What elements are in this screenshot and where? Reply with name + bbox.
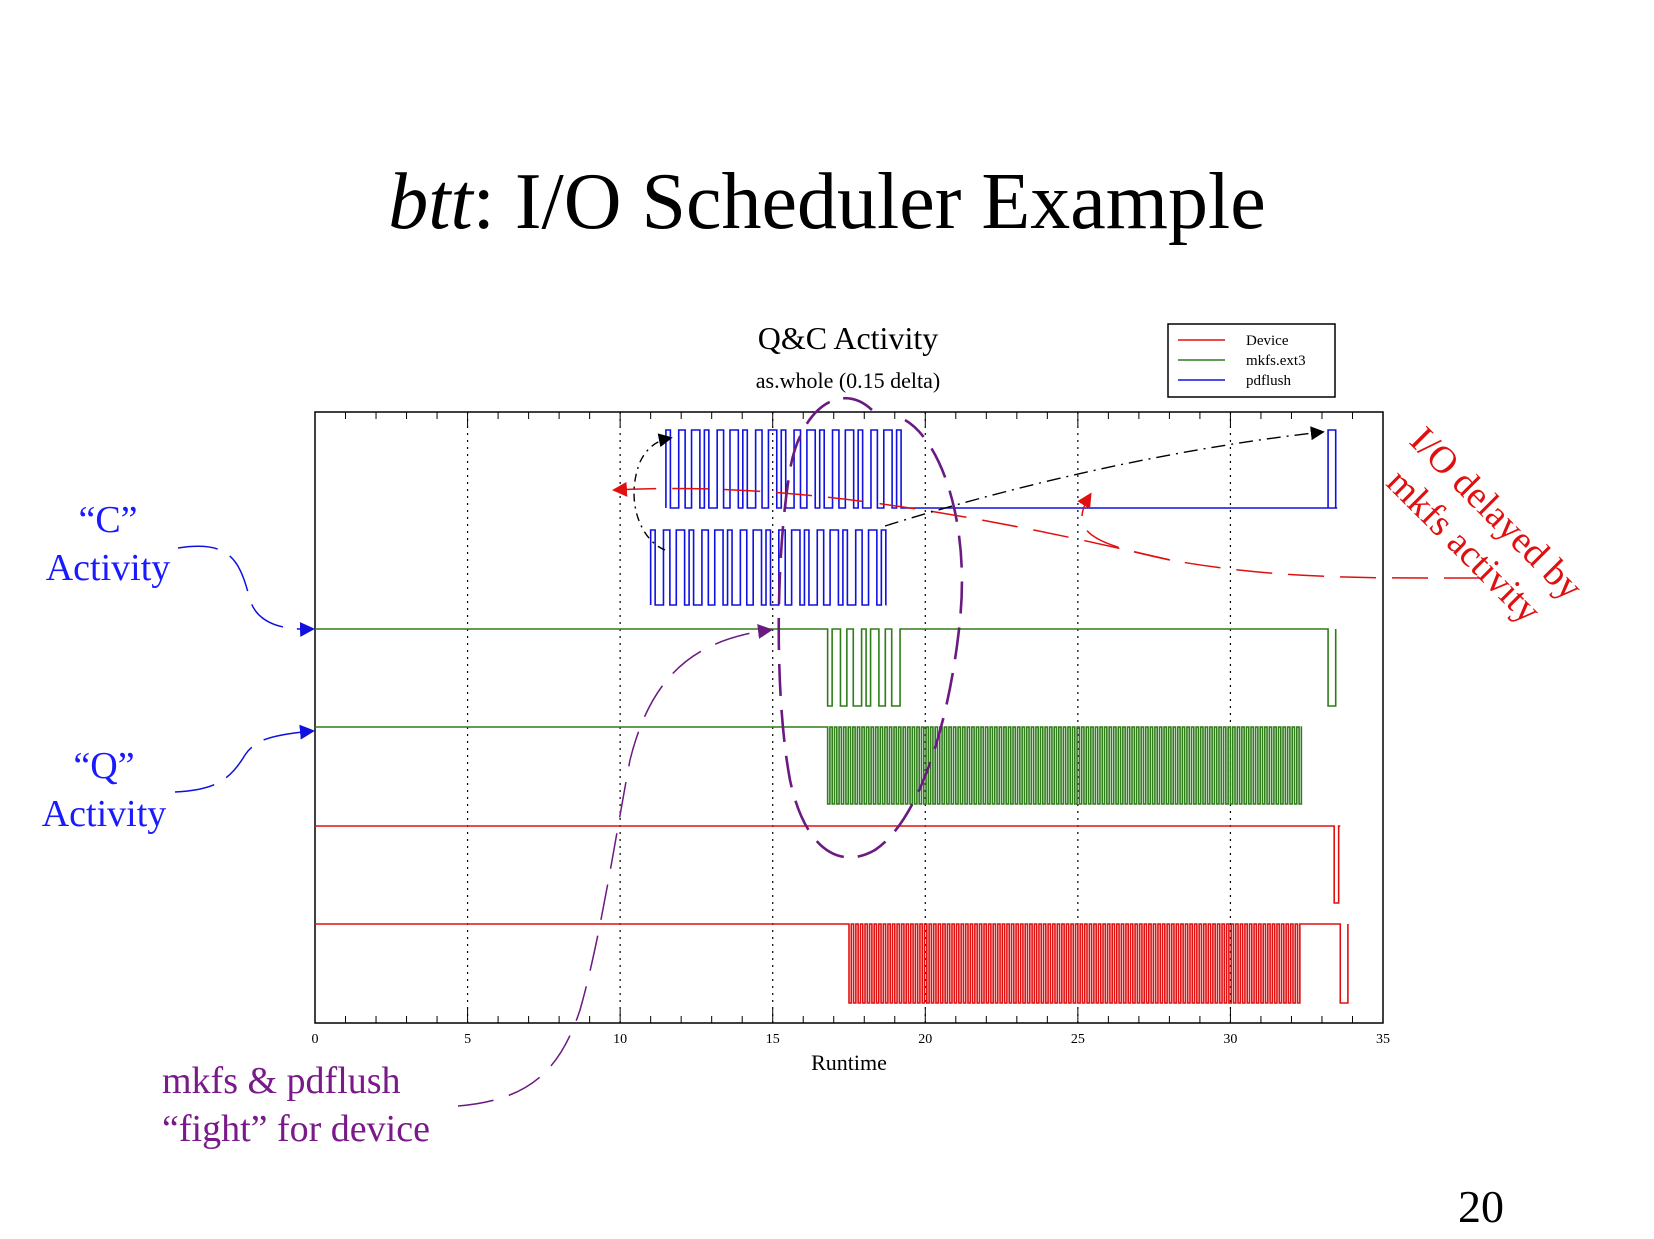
- series-pdflush-Q: [649, 529, 887, 606]
- series-layer: [315, 429, 1349, 1004]
- series-mkfs.ext3-Q: [315, 726, 1303, 805]
- delay-black-arrow-right: [884, 426, 1325, 527]
- legend-label-device: Device: [1246, 333, 1289, 349]
- delay-black-arrow-left: [633, 433, 673, 551]
- slide-title-rest: : I/O Scheduler Example: [472, 158, 1266, 246]
- series-Device-C: [315, 825, 1341, 904]
- plot-frame: [314, 411, 1384, 1024]
- fight-line-2: “fight” for device: [162, 1108, 430, 1150]
- slide-title: btt: I/O Scheduler Example: [0, 162, 1654, 242]
- q-activity-word: Activity: [41, 793, 167, 835]
- chart-subtitle: as.whole (0.15 delta): [756, 368, 941, 393]
- series-pdflush-C: [665, 429, 1338, 509]
- fight-annotation: mkfs & pdflush “fight” for device: [162, 1057, 430, 1153]
- c-activity-word: Activity: [45, 547, 171, 589]
- x-tick-label-30: 30: [1223, 1032, 1237, 1047]
- q-activity-quote: “Q”: [73, 745, 135, 787]
- series-mkfs.ext3-C: [315, 628, 1337, 707]
- x-axis-label: Runtime: [811, 1050, 887, 1075]
- x-tick-label-10: 10: [613, 1032, 627, 1047]
- x-tick-label-35: 35: [1376, 1032, 1390, 1047]
- c-activity-annotation: “C” Activity: [38, 496, 178, 592]
- c-activity-arrow: [177, 545, 315, 637]
- x-tick-label-20: 20: [918, 1032, 932, 1047]
- chart-legend: Device mkfs.ext3 pdflush: [1167, 323, 1336, 398]
- tick-layer: 0 5 10 15 20 25 30 35: [312, 412, 1390, 1047]
- annotation-arrows: [174, 397, 1481, 1107]
- x-tick-label-15: 15: [766, 1032, 780, 1047]
- x-tick-label-5: 5: [464, 1032, 471, 1047]
- legend-label-pdflush: pdflush: [1246, 373, 1292, 389]
- delayed-red-arrow: [1077, 492, 1481, 579]
- x-tick-label-25: 25: [1071, 1032, 1085, 1047]
- fight-arrow: [457, 624, 773, 1107]
- fight-line-1: mkfs & pdflush: [162, 1060, 401, 1102]
- c-activity-quote: “C”: [78, 499, 138, 541]
- chart-title: Q&C Activity: [758, 320, 938, 356]
- q-activity-arrow: [174, 724, 315, 793]
- legend-label-mkfs: mkfs.ext3: [1246, 353, 1306, 369]
- page-number: 20: [1458, 1181, 1504, 1232]
- slide-title-italic: btt: [388, 158, 473, 246]
- fight-ellipse: [777, 397, 964, 859]
- series-Device-Q: [315, 923, 1349, 1004]
- x-tick-label-0: 0: [312, 1032, 319, 1047]
- q-activity-annotation: “Q” Activity: [34, 742, 174, 838]
- delayed-red-arrow-left: [612, 481, 1171, 561]
